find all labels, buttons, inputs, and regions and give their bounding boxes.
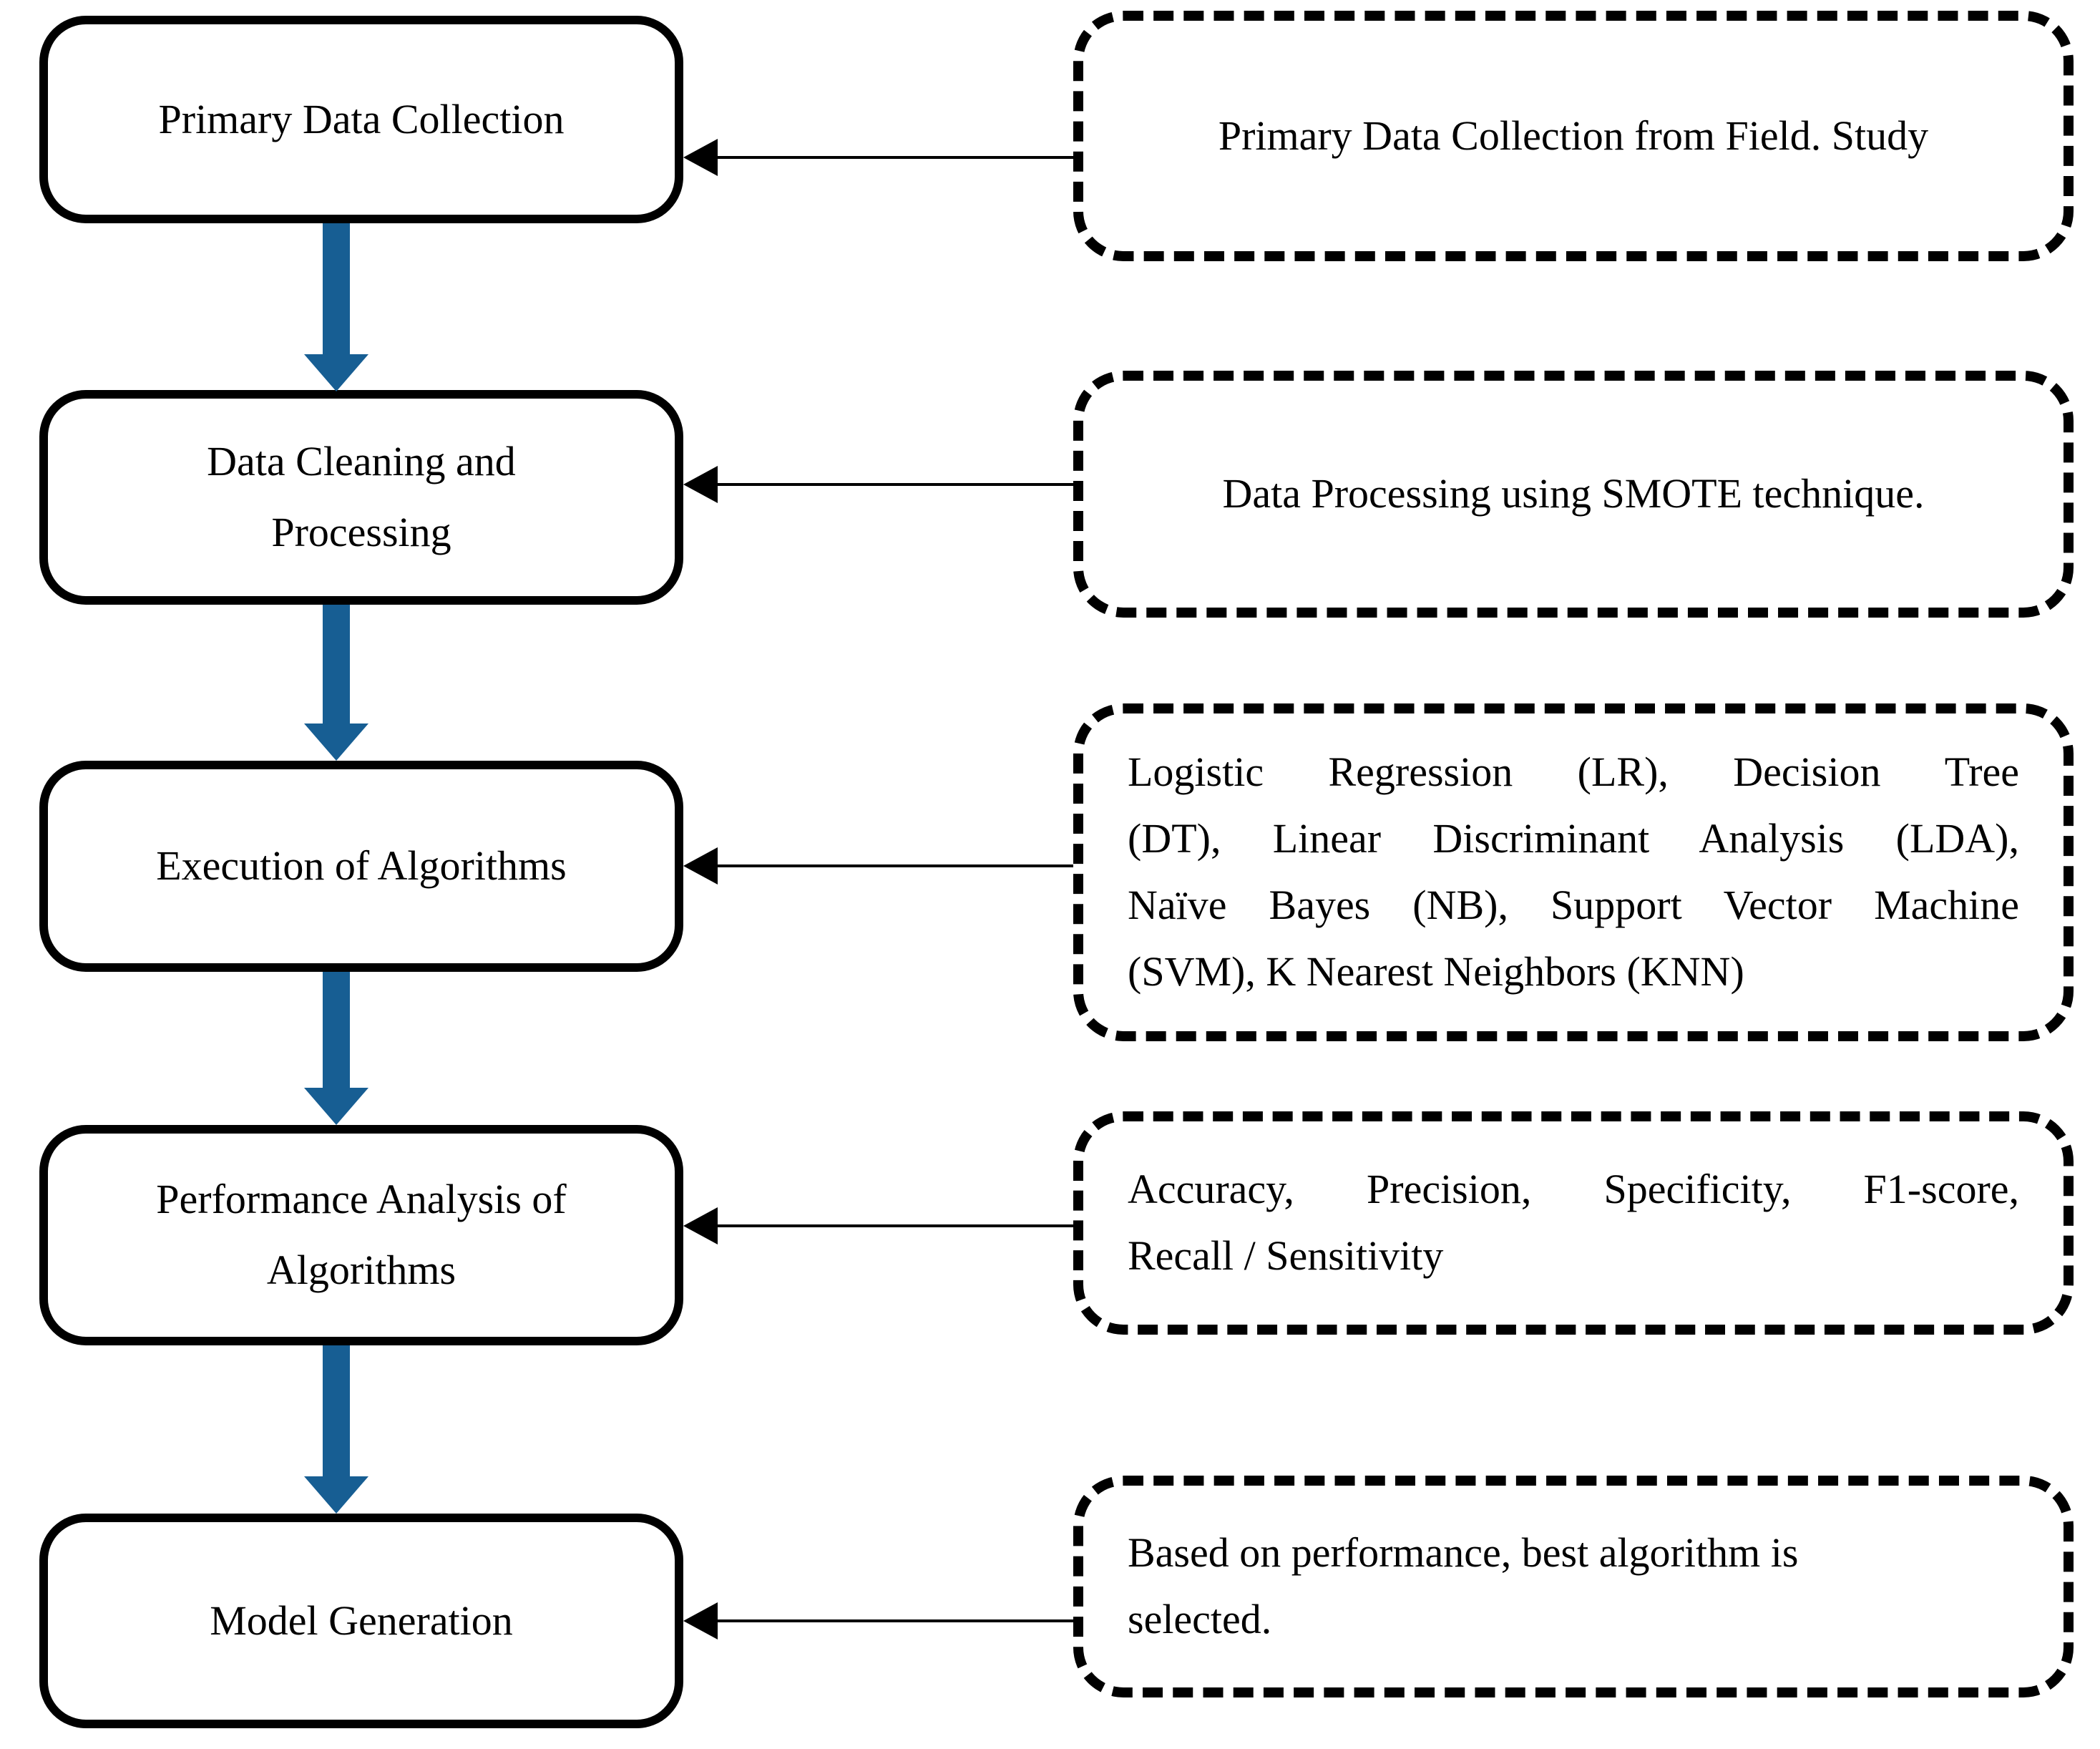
step-label: Execution of Algorithms [156, 842, 567, 890]
down-arrowhead-icon [304, 1476, 368, 1514]
note-line: Accuracy, Precision, Specificity, F1-sco… [1128, 1166, 2019, 1213]
note-box-smote: Data Processing using SMOTE technique. [1073, 371, 2074, 618]
arrow-line [717, 1619, 1073, 1622]
step-box-execution-of-algorithms: Execution of Algorithms [39, 761, 683, 972]
step-label: Primary Data Collection [158, 95, 565, 142]
note-box-algorithms: Logistic Regression (LR), Decision Tree … [1073, 703, 2074, 1041]
arrow-line [717, 156, 1073, 159]
note-line: Primary Data Collection from Field. Stud… [1218, 112, 1929, 159]
down-arrowhead-icon [304, 1088, 368, 1125]
arrow-shaft [323, 1345, 350, 1480]
down-arrowhead-icon [304, 724, 368, 761]
arrow-shaft [323, 605, 350, 727]
left-arrowhead-icon [683, 1602, 718, 1640]
step-box-data-cleaning-processing: Data Cleaning and Processing [39, 390, 683, 605]
note-line: Recall / Sensitivity [1128, 1232, 1444, 1279]
step-label: Performance Analysis of Algorithms [156, 1176, 567, 1293]
down-arrowhead-icon [304, 354, 368, 391]
arrow-line [717, 864, 1073, 867]
note-line: (SVM), K Nearest Neighbors (KNN) [1128, 947, 1744, 995]
step-label: Data Cleaning and Processing [207, 438, 516, 555]
left-arrowhead-icon [683, 847, 718, 885]
step-box-primary-data-collection: Primary Data Collection [39, 16, 683, 223]
step-label: Model Generation [210, 1597, 513, 1644]
note-line: Based on performance, best algorithm is [1128, 1529, 1799, 1577]
note-line: Naïve Bayes (NB), Support Vector Machine [1128, 882, 2019, 928]
arrow-shaft [323, 223, 350, 356]
note-line: Logistic Regression (LR), Decision Tree [1128, 749, 2019, 796]
left-arrowhead-icon [683, 1207, 718, 1244]
arrow-line [717, 1224, 1073, 1227]
note-box-data-collection: Primary Data Collection from Field. Stud… [1073, 11, 2074, 261]
step-box-performance-analysis: Performance Analysis of Algorithms [39, 1125, 683, 1345]
arrow-shaft [323, 972, 350, 1091]
arrow-line [717, 483, 1073, 486]
note-line: selected. [1128, 1596, 1272, 1642]
left-arrowhead-icon [683, 139, 718, 176]
note-box-best-algorithm: Based on performance, best algorithm is … [1073, 1476, 2074, 1697]
step-box-model-generation: Model Generation [39, 1514, 683, 1728]
left-arrowhead-icon [683, 466, 718, 503]
note-line: Data Processing using SMOTE technique. [1222, 470, 1925, 517]
note-line: (DT), Linear Discriminant Analysis (LDA)… [1128, 815, 2019, 862]
note-box-metrics: Accuracy, Precision, Specificity, F1-sco… [1073, 1111, 2074, 1335]
